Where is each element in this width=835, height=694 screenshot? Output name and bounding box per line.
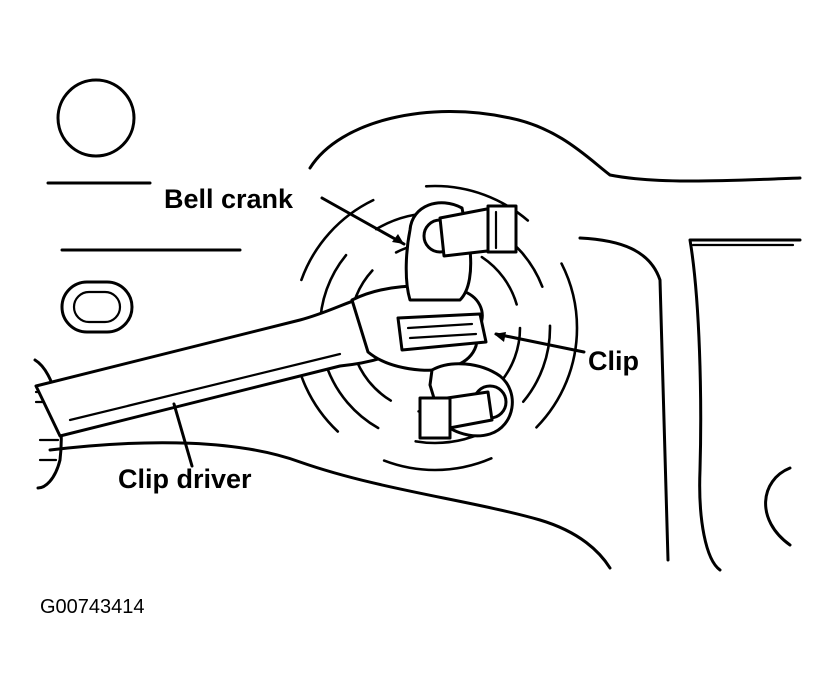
label-bell-crank: Bell crank <box>164 184 294 214</box>
label-clip-driver: Clip driver <box>118 464 252 494</box>
panel-right-arc <box>764 466 792 547</box>
panel-bottom-contour <box>48 441 612 570</box>
body-panel <box>33 78 802 572</box>
clip-rib-1 <box>406 322 474 330</box>
upper-rod-end <box>486 204 518 254</box>
lower-rod-end <box>418 396 452 440</box>
leader-bell-crank-arrow <box>392 234 404 244</box>
clip-driver-tool <box>34 284 484 438</box>
leader-clip-driver <box>172 402 194 468</box>
label-clip: Clip <box>588 346 639 376</box>
clip-rib-2 <box>408 332 478 340</box>
leader-lines <box>172 196 586 468</box>
panel-hump-contour <box>308 109 802 183</box>
clip-driver-edge <box>68 352 342 422</box>
left-tube-outline <box>33 358 63 490</box>
panel-round-hole <box>56 78 136 158</box>
figure-id: G00743414 <box>40 596 145 618</box>
ring-outer <box>291 184 579 472</box>
panel-oval-slot <box>60 280 134 334</box>
clip-body <box>396 312 488 352</box>
leader-clip <box>494 332 586 354</box>
bell-crank <box>396 201 518 440</box>
leader-clip-arrow <box>494 332 506 342</box>
panel-right-rail-2 <box>688 238 802 572</box>
panel-right-rail-1 <box>578 236 670 562</box>
leader-bell-crank <box>320 196 406 246</box>
panel-oval-slot-inner <box>72 290 122 324</box>
